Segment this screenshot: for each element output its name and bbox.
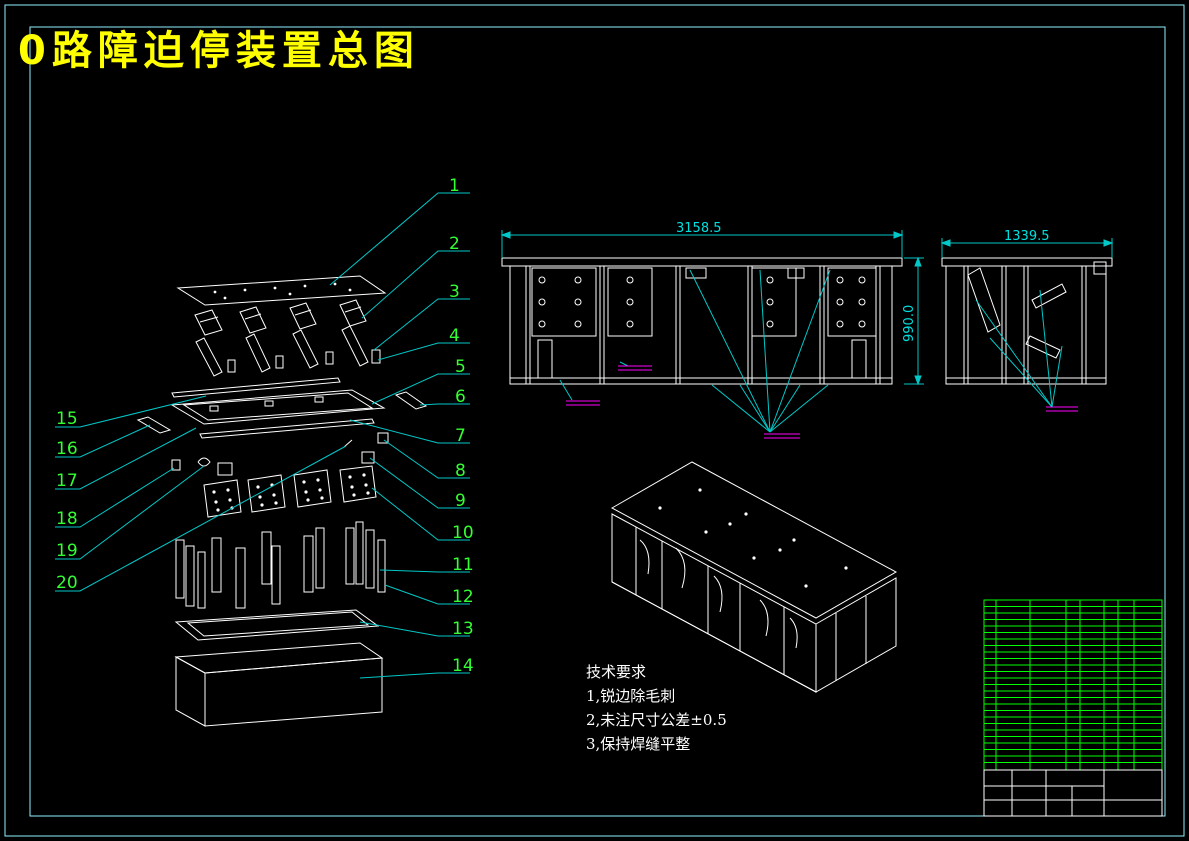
tech-requirements-heading: 技术要求: [586, 663, 647, 681]
tech-requirement-item: 3,保持焊缝平整: [586, 735, 691, 753]
part-hole-plates: [203, 465, 377, 518]
balloon-8: 8: [455, 461, 466, 481]
part-top-plate: [176, 275, 387, 306]
dimension-height: 990.0: [902, 305, 917, 342]
part-side-brackets: [195, 325, 381, 377]
balloon-11: 11: [452, 555, 474, 575]
balloon-4: 4: [449, 326, 460, 346]
tech-requirement-item: 1,锐边除毛刺: [586, 687, 676, 705]
balloon-10: 10: [452, 523, 474, 543]
balloon-19: 19: [56, 541, 78, 561]
balloon-leaders: [55, 192, 470, 679]
balloon-18: 18: [56, 509, 78, 529]
balloon-1: 1: [449, 176, 460, 196]
drawing-frame: [4, 4, 1185, 837]
exploded-view: [136, 275, 428, 727]
part-long-bar: [171, 377, 341, 398]
weld-symbols: [566, 365, 1078, 439]
balloon-2: 2: [449, 234, 460, 254]
balloon-14: 14: [452, 656, 474, 676]
balloon-5: 5: [455, 357, 466, 377]
balloon-3: 3: [449, 282, 460, 302]
balloon-6: 6: [455, 387, 466, 407]
balloon-16: 16: [56, 439, 78, 459]
front-leaders: [559, 269, 831, 433]
part-bottom-frame: [174, 609, 380, 641]
balloon-12: 12: [452, 587, 474, 607]
title-block: [983, 769, 1163, 817]
parts-list: [983, 599, 1163, 771]
part-upper-brackets: [194, 299, 367, 336]
isometric-view: [610, 461, 898, 693]
balloon-labels: 1 2 3 4 5 6 7 8 9 10 11 12 13 14 15 16 1…: [56, 176, 474, 676]
part-right-strip: [394, 391, 428, 410]
side-view: [941, 257, 1113, 385]
balloon-13: 13: [452, 619, 474, 639]
dimension-width: 1339.5: [1004, 229, 1050, 244]
part-vertical-posts: [175, 521, 386, 609]
part-left-strip: [136, 416, 172, 434]
balloon-15: 15: [56, 409, 78, 429]
balloon-17: 17: [56, 471, 78, 491]
tech-requirement-item: 2,未注尺寸公差±0.5: [586, 711, 727, 729]
part-lower-bar: [199, 418, 375, 439]
front-view: [501, 257, 903, 385]
balloon-7: 7: [455, 426, 466, 446]
part-frame-plate: [170, 389, 386, 425]
part-base-box: [174, 642, 384, 727]
balloon-20: 20: [56, 573, 78, 593]
dimension-length: 3158.5: [676, 221, 722, 236]
balloon-9: 9: [455, 491, 466, 511]
tech-requirements: 技术要求 1,锐边除毛刺 2,未注尺寸公差±0.5 3,保持焊缝平整: [586, 660, 727, 756]
part-fittings: [171, 432, 389, 476]
front-dimensions: [500, 230, 924, 386]
drawing-title: 0路障迫停装置总图: [18, 28, 420, 74]
side-leaders: [940, 238, 1114, 408]
